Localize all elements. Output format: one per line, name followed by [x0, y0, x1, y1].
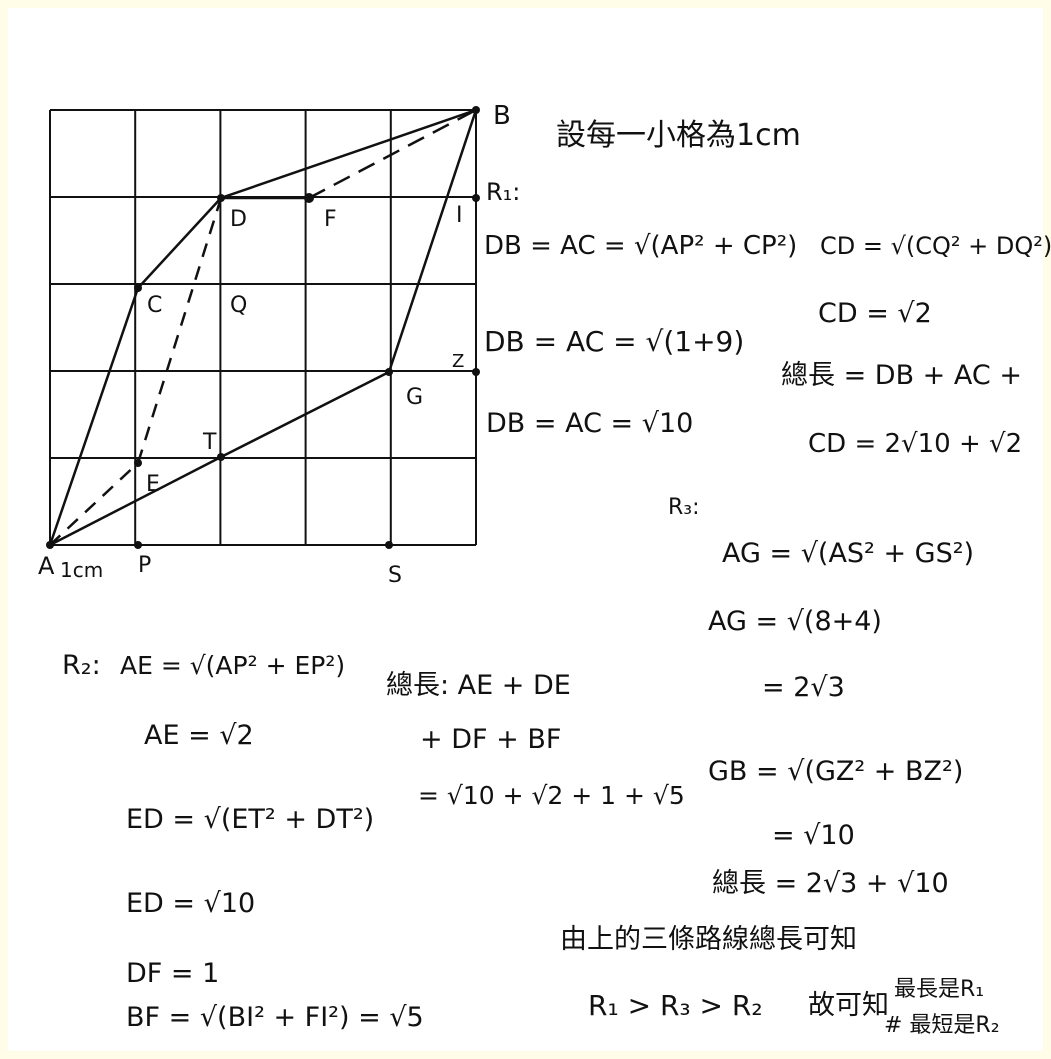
point-p-dot [134, 541, 142, 549]
conclusion-line2: R₁ > R₃ > R₂ [588, 989, 763, 1022]
label-point-s: S [388, 563, 402, 588]
r3-total: 總長 = 2√3 + √10 [712, 868, 949, 899]
r2-line5: DF = 1 [126, 958, 220, 989]
grid-figure [46, 106, 480, 549]
label-point-d: D [230, 207, 247, 232]
r2-line2: AE = √2 [144, 720, 254, 751]
r3-line4: GB = √(GZ² + BZ²) [708, 756, 964, 787]
r1-line2: DB = AC = √(1+9) [484, 325, 745, 358]
route-r2-dashed-ed [136, 197, 223, 464]
point-f-dot [304, 193, 314, 203]
label-point-t: T [203, 430, 217, 455]
r2-line6: BF = √(BI² + FI²) = √5 [126, 1002, 424, 1033]
label-point-b: B [493, 101, 511, 131]
r2-label: R₂: [62, 650, 101, 681]
r3-line3: = 2√3 [762, 672, 845, 703]
r1-total2: CD = 2√10 + √2 [808, 429, 1023, 459]
route-r2-dashed-fb [308, 108, 477, 200]
label-point-f: F [324, 207, 337, 232]
r2-line3: ED = √(ET² + DT²) [126, 804, 375, 835]
worksheet: B D F I C Q Z G T E A 1cm P S 設每一小格為1cm … [8, 8, 1051, 1051]
point-b-dot [472, 106, 480, 114]
grid-lines [49, 109, 477, 546]
route-r1-path [48, 107, 478, 547]
r3-line1: AG = √(AS² + GS²) [722, 538, 975, 569]
conclusion-line1: 由上的三條路線總長可知 [560, 924, 857, 955]
conclusion-longest: 最長是R₁ [894, 977, 985, 1002]
point-s-dot [385, 541, 393, 549]
label-point-c: C [147, 293, 163, 318]
route-r2-dashed-ae [49, 462, 139, 546]
label-point-q: Q [230, 293, 248, 318]
r1-line1: DB = AC = √(AP² + CP²) [484, 231, 798, 261]
route-lines [48, 107, 478, 547]
r1-cd2: CD = √2 [818, 298, 932, 329]
r2-total3: = √10 + √2 + 1 + √5 [418, 781, 685, 810]
conclusion-line3: 故可知 [808, 990, 889, 1021]
point-a-dot [46, 541, 54, 549]
r2-total2: + DF + BF [420, 724, 562, 755]
conclusion-shortest: # 最短是R₂ [884, 1013, 1000, 1038]
r1-cd1: CD = √(CQ² + DQ²) [820, 232, 1051, 260]
unit-note: 設每一小格為1cm [556, 118, 801, 153]
r1-label: R₁: [486, 178, 521, 206]
label-point-a: A [38, 552, 55, 580]
label-point-g: G [406, 385, 424, 410]
label-point-p: P [138, 553, 152, 578]
r1-total1: 總長 = DB + AC + [781, 360, 1022, 391]
label-point-z: Z [452, 351, 465, 372]
point-d-dot [217, 194, 225, 202]
point-e-dot [134, 459, 142, 467]
point-c-dot [134, 284, 142, 292]
r2-line1: AE = √(AP² + EP²) [120, 651, 346, 680]
point-z-dot [472, 368, 480, 376]
r3-line5: = √10 [772, 820, 855, 851]
r3-line2: AG = √(8+4) [708, 606, 882, 637]
r2-total1: 總長: AE + DE [386, 670, 571, 701]
label-unit: 1cm [60, 558, 104, 582]
r1-line3: DB = AC = √10 [486, 408, 694, 439]
point-t-dot [217, 453, 225, 461]
point-i-dot [472, 194, 480, 202]
point-g-dot [385, 368, 393, 376]
label-point-e: E [146, 472, 160, 497]
r3-label: R₃: [668, 495, 700, 520]
r2-line4: ED = √10 [126, 888, 256, 919]
label-point-i: I [456, 203, 463, 228]
grid-points [46, 106, 480, 549]
